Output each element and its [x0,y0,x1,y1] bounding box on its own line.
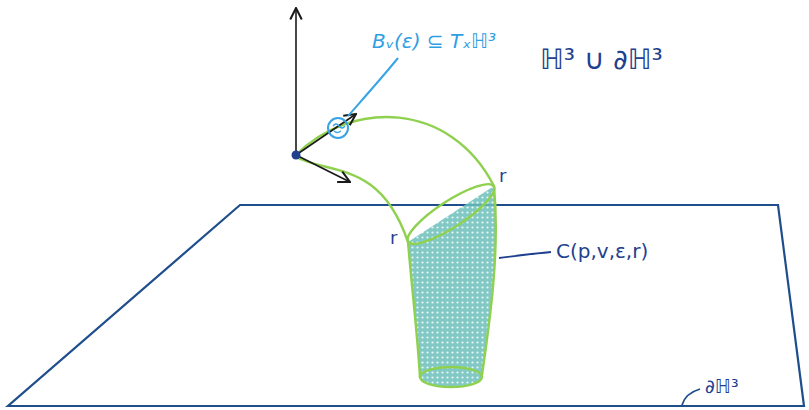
cone-outline [296,117,501,387]
leader-line [682,389,700,405]
boundary-label: ∂ℍ³ [705,376,739,397]
radius-label: r [390,228,397,248]
space-label: ℍ³ ∪ ∂ℍ³ [540,45,663,76]
base-point [292,151,301,160]
epsilon-ball [328,118,348,138]
tangent-vectors [296,8,356,182]
tangent-ball-label: Bᵥ(ε) ⊆ Tₓℍ³ [372,30,496,52]
cone-label: C(p,v,ε,r) [556,240,648,262]
radius-label: r [499,166,506,186]
leader-line [499,252,551,258]
shaded-region [408,186,496,387]
leader-line [348,58,398,116]
